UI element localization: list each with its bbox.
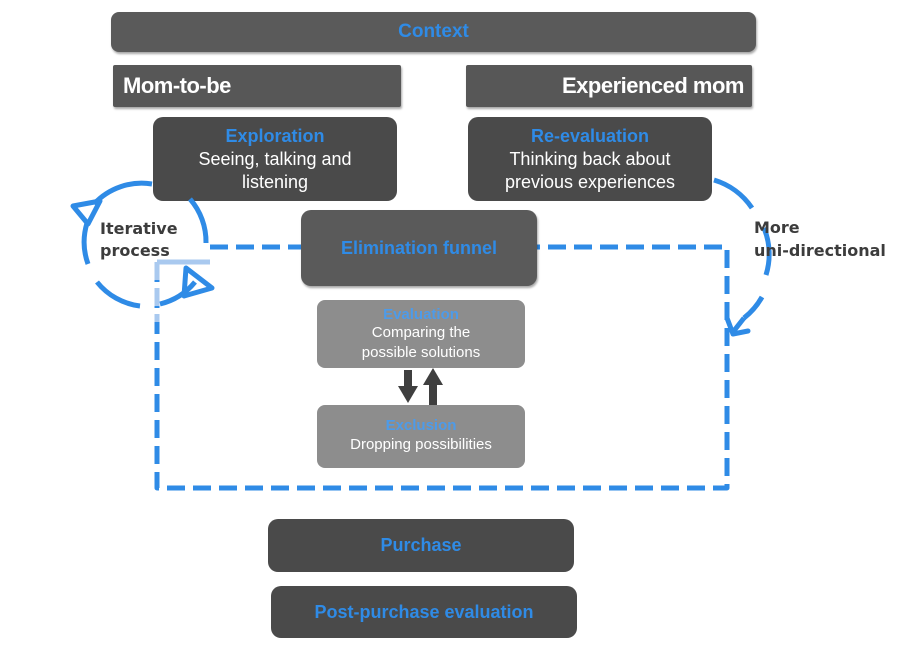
exclusion-title: Exclusion — [385, 417, 457, 434]
iterative-arrowhead-top — [70, 198, 103, 227]
experienced-mom-banner: Experienced mom — [466, 65, 752, 107]
elimination-funnel-box: Elimination funnel — [301, 210, 537, 286]
mom-to-be-banner: Mom-to-be — [113, 65, 401, 107]
reevaluation-box: Re-evaluation Thinking back about previo… — [468, 117, 712, 201]
iterative-arrowhead-bottom — [181, 265, 215, 299]
purchase-box: Purchase — [268, 519, 574, 572]
experienced-mom-label: Experienced mom — [561, 73, 745, 98]
iterative-label-line1: Iterative — [100, 219, 178, 238]
exclusion-desc: Dropping possibilities — [350, 436, 492, 453]
exploration-desc-line2: listening — [241, 171, 309, 192]
elimination-funnel-label: Elimination funnel — [341, 237, 497, 258]
context-box: Context — [111, 12, 756, 52]
reevaluation-desc-line2: previous experiences — [504, 171, 676, 192]
mom-to-be-label: Mom-to-be — [123, 73, 231, 98]
evaluation-desc-line1: Comparing the — [371, 323, 471, 341]
post-purchase-label: Post-purchase evaluation — [314, 601, 534, 622]
evaluation-box: Evaluation Comparing the possible soluti… — [317, 300, 525, 368]
exploration-desc-line1: Seeing, talking and — [198, 148, 352, 169]
iterative-label-line2: process — [100, 241, 170, 260]
unidirectional-label-line1: More — [754, 218, 800, 237]
unidirectional-label-line2: uni-directional — [754, 241, 886, 260]
post-purchase-box: Post-purchase evaluation — [271, 586, 577, 638]
exploration-box: Exploration Seeing, talking and listenin… — [153, 117, 397, 201]
evaluation-exclusion-arrows — [398, 368, 443, 406]
reevaluation-desc-line1: Thinking back about — [509, 148, 671, 169]
evaluation-desc-line2: possible solutions — [361, 343, 481, 361]
arrow-up-icon — [423, 368, 443, 406]
exploration-title: Exploration — [225, 125, 325, 146]
reevaluation-title: Re-evaluation — [530, 125, 650, 146]
unidirectional-label: More uni-directional — [754, 212, 902, 266]
iterative-process-label: Iterative process — [100, 214, 195, 266]
purchase-label: Purchase — [380, 535, 462, 555]
exclusion-box: Exclusion Dropping possibilities — [317, 405, 525, 468]
evaluation-title: Evaluation — [383, 305, 459, 323]
context-label: Context — [398, 21, 469, 42]
arrow-down-icon — [398, 370, 418, 403]
